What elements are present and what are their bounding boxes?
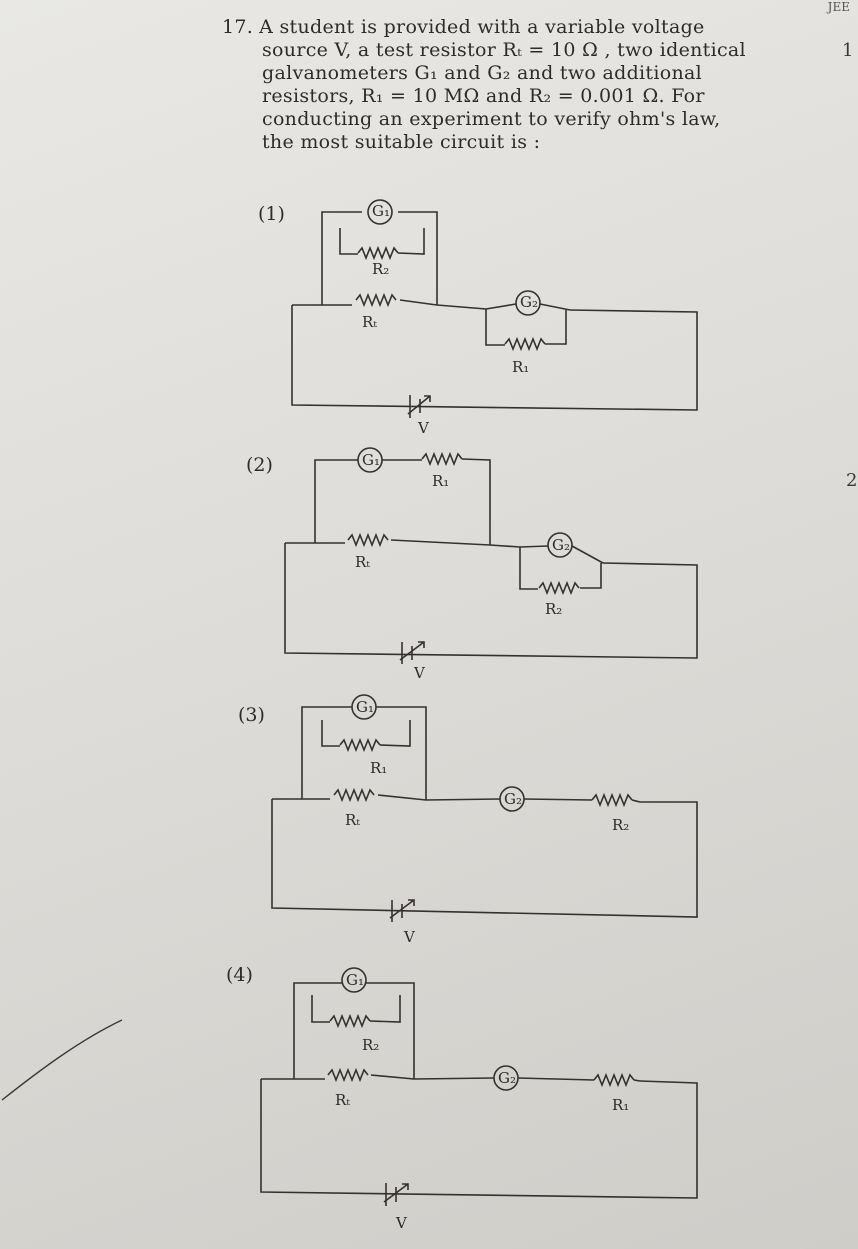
circuit-1-main-loop — [291, 305, 698, 411]
option-4-label[interactable]: (4) — [226, 964, 253, 986]
circuit-2-g1-label: G₁ — [362, 451, 380, 469]
circuit-3-r2-label: R₂ — [612, 816, 629, 834]
option-2-label[interactable]: (2) — [246, 454, 273, 476]
circuit-3-r1-resistor — [339, 739, 381, 751]
question-number: 17. — [222, 16, 254, 38]
circuit-option-2[interactable] — [284, 447, 698, 664]
circuit-3-main-loop — [271, 799, 698, 918]
circuit-4-g1-icon — [341, 967, 367, 993]
circuit-2-g2-label: G₂ — [552, 536, 570, 554]
circuit-4-rt-label: Rₜ — [335, 1091, 350, 1109]
circuit-1-r1-resistor — [504, 338, 546, 350]
circuit-2-rt-label: Rₜ — [355, 553, 370, 571]
circuit-4-rt-resistor — [327, 1069, 369, 1081]
question-line-6: the most suitable circuit is : — [262, 131, 541, 153]
circuit-2-v-label: V — [413, 664, 426, 682]
question-text: 17.A student is provided with a variable… — [222, 16, 822, 154]
circuit-3-g2-label: G₂ — [504, 790, 522, 808]
circuit-3-v-label: V — [403, 928, 416, 946]
circuit-3-r2-resistor — [591, 794, 633, 806]
circuit-3-rt-resistor — [333, 789, 375, 801]
circuit-1-g2-icon — [515, 290, 541, 316]
question-line-5: conducting an experiment to verify ohm's… — [262, 108, 721, 130]
circuit-4-main-loop — [260, 1079, 698, 1199]
circuit-3-r1-label: R₁ — [370, 759, 387, 777]
question-line-4: resistors, R₁ = 10 MΩ and R₂ = 0.001 Ω. … — [262, 85, 705, 107]
circuit-2-rt-resistor — [347, 534, 389, 546]
circuit-4-r1-resistor — [593, 1074, 635, 1086]
circuit-2-r1-resistor — [421, 453, 463, 465]
circuit-2-main-loop — [284, 543, 698, 659]
circuit-1-r2-resistor — [357, 247, 399, 259]
circuit-2-r2-resistor — [538, 582, 580, 594]
question-line-1: 17.A student is provided with a variable… — [222, 16, 705, 38]
margin-number-2: 2 — [846, 470, 858, 491]
option-1-label[interactable]: (1) — [258, 203, 285, 225]
circuit-1-v-label: V — [417, 419, 430, 437]
question-line-3: galvanometers G₁ and G₂ and two addition… — [262, 62, 703, 84]
circuit-1-r2-label: R₂ — [372, 260, 389, 278]
circuit-2-r1-label: R₁ — [432, 472, 449, 490]
circuit-1-g1-icon — [367, 199, 393, 225]
question-line-2: source V, a test resistor Rₜ = 10 Ω , tw… — [262, 39, 746, 61]
circuit-4-g1-label: G₁ — [346, 971, 364, 989]
circuit-2-g2-icon — [547, 532, 573, 558]
circuit-4-g2-label: G₂ — [498, 1069, 516, 1087]
circuit-1-r1-label: R₁ — [512, 358, 529, 376]
circuit-4-r2-label: R₂ — [362, 1036, 379, 1054]
option-3-label[interactable]: (3) — [238, 704, 265, 726]
circuit-4-r1-label: R₁ — [612, 1096, 629, 1114]
circuit-1-rt-resistor — [355, 294, 397, 306]
circuit-1-g2-label: G₂ — [520, 293, 538, 311]
circuit-1-rt-label: Rₜ — [362, 313, 377, 331]
margin-number-1: 1 — [842, 40, 854, 61]
pen-stroke-mark — [1, 1019, 123, 1101]
circuit-option-4[interactable] — [260, 967, 698, 1206]
circuit-3-rt-label: Rₜ — [345, 811, 360, 829]
circuit-4-v-label: V — [395, 1214, 408, 1232]
circuit-3-g1-label: G₁ — [356, 698, 374, 716]
circuit-option-1[interactable] — [291, 199, 698, 418]
circuit-1-g1-label: G₁ — [372, 202, 390, 220]
header-mark: JEE — [827, 0, 850, 14]
circuit-option-3[interactable] — [271, 694, 698, 922]
circuit-2-r2-label: R₂ — [545, 600, 562, 618]
circuit-4-r2-resistor — [329, 1015, 371, 1027]
